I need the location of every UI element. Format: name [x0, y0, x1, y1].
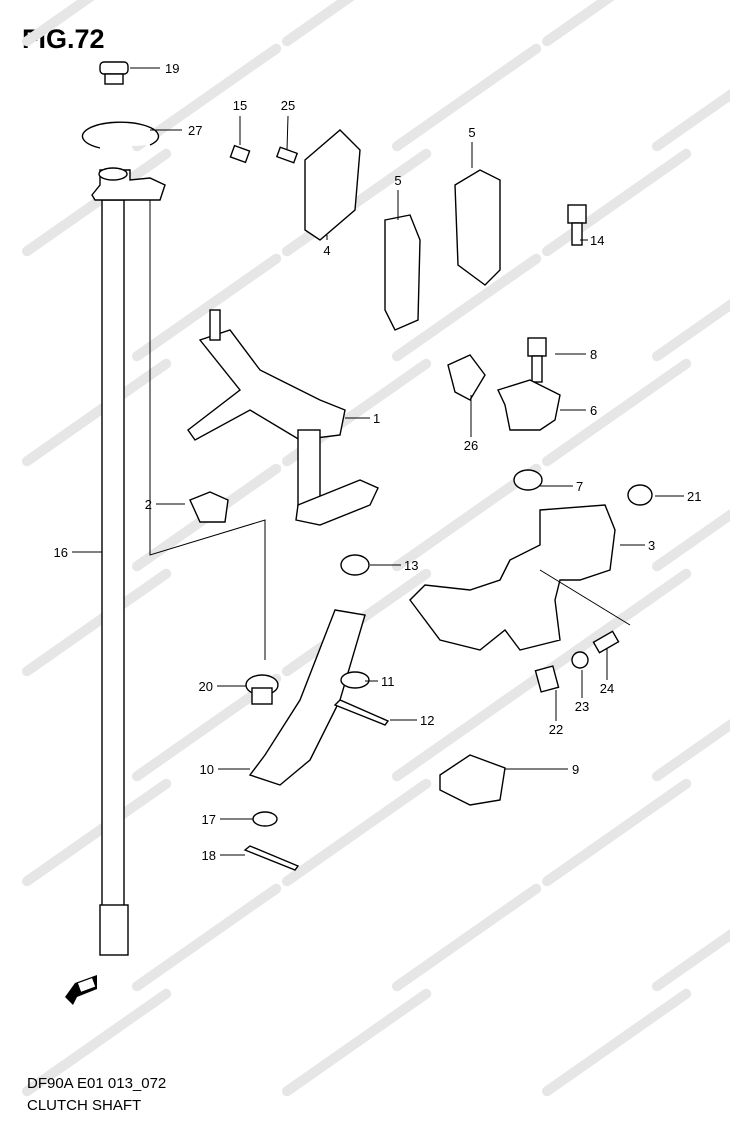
watermark-band: [131, 883, 282, 992]
callout-number: 19: [165, 61, 179, 76]
figure-name: CLUTCH SHAFT: [27, 1097, 142, 1114]
bolt-25: [275, 146, 299, 164]
callout-number: 8: [590, 347, 597, 362]
callout-number: 5: [468, 125, 475, 140]
callout-number: 18: [202, 848, 216, 863]
watermark-band: [21, 568, 172, 677]
watermark-band: [21, 0, 172, 47]
link-10: [248, 609, 366, 786]
bolt-14: [567, 204, 587, 246]
callout-number: 24: [600, 681, 614, 696]
bolt-8: [527, 337, 547, 383]
watermark-band: [21, 358, 172, 467]
watermark-band: [131, 673, 282, 782]
callout-number: 1: [373, 411, 380, 426]
callout-number: 5: [394, 173, 401, 188]
watermark-band: [281, 778, 432, 887]
watermark-picture: [21, 0, 730, 1097]
watermark-band: [391, 43, 542, 152]
watermark-band: [541, 568, 692, 677]
plug-21: [627, 484, 653, 506]
plug-19: [99, 61, 129, 85]
watermark-band: [21, 148, 172, 257]
figure-code: DF90A E01 013_072: [27, 1075, 167, 1092]
cotter-pin-18: [243, 845, 300, 871]
watermark-band: [651, 43, 730, 152]
cotter-pin-12: [333, 699, 390, 726]
callout-number: 21: [687, 489, 701, 504]
callout-number: 9: [572, 762, 579, 777]
bolt-15: [229, 144, 251, 164]
clutch-shaft-rod: [91, 167, 166, 956]
watermark-band: [651, 463, 730, 572]
callout-number: 20: [199, 679, 213, 694]
watermark-band: [21, 988, 172, 1097]
callout-number: 27: [188, 123, 202, 138]
boot-9: [439, 754, 506, 806]
callout-number: 3: [648, 538, 655, 553]
watermark-band: [281, 988, 432, 1097]
guide-5b: [454, 169, 501, 286]
plate-4: [304, 129, 361, 241]
bush-13: [340, 554, 370, 576]
watermark-band: [651, 673, 730, 782]
callout-number: 11: [381, 674, 395, 689]
callout-number: 15: [233, 98, 247, 113]
callout-number: 10: [200, 762, 214, 777]
bracket-6: [497, 379, 561, 431]
watermark-band: [541, 778, 692, 887]
watermark-band: [131, 253, 282, 362]
leader-line: [286, 115, 289, 151]
ball-23: [571, 651, 589, 669]
callout-number: 14: [590, 233, 604, 248]
callout-number: 7: [576, 479, 583, 494]
watermark-band: [391, 463, 542, 572]
watermark-band: [131, 43, 282, 152]
clip-2: [189, 491, 229, 523]
fwd-arrow-icon: [65, 975, 97, 1005]
watermark-band: [281, 0, 432, 47]
watermark-band: [541, 0, 692, 47]
watermark-band: [21, 778, 172, 887]
callout-number: 6: [590, 403, 597, 418]
circlip-27: [81, 121, 160, 149]
shift-lever-1: [187, 309, 379, 526]
watermark-band: [541, 988, 692, 1097]
callout-number: 23: [575, 699, 589, 714]
watermark-band: [651, 253, 730, 362]
watermark-band: [541, 358, 692, 467]
watermark-band: [391, 253, 542, 362]
washer-17: [252, 811, 278, 827]
bush-20: [245, 674, 279, 705]
callout-number: 13: [404, 558, 418, 573]
spring-24: [592, 630, 620, 654]
washer-11: [340, 671, 370, 689]
callout-number: 2: [145, 497, 152, 512]
watermark-band: [651, 883, 730, 992]
holder-3: [409, 504, 616, 651]
watermark-band: [391, 673, 542, 782]
callout-number: 4: [323, 243, 330, 258]
clamp-26: [447, 354, 486, 401]
callout-number: 22: [549, 722, 563, 737]
callout-number: 25: [281, 98, 295, 113]
pin-22: [534, 665, 560, 693]
callout-number: 16: [54, 545, 68, 560]
bush-7: [513, 469, 543, 491]
guide-lines: [149, 200, 631, 660]
callout-number: 26: [464, 438, 478, 453]
callout-number: 17: [202, 812, 216, 827]
watermark-band: [391, 883, 542, 992]
guide-5a: [384, 214, 421, 331]
callout-number: 12: [420, 713, 434, 728]
watermark-band: [541, 148, 692, 257]
